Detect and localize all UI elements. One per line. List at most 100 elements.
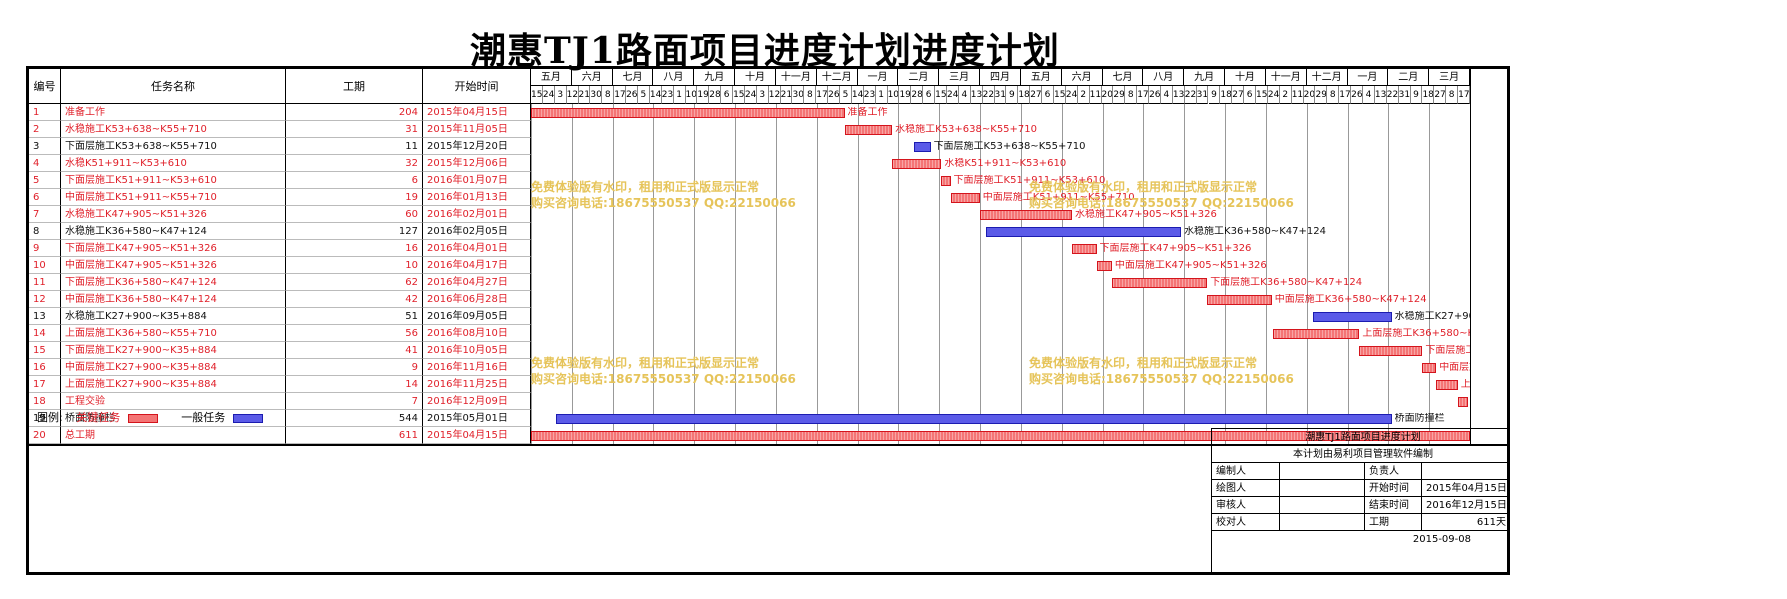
row-id: 1 — [29, 104, 61, 121]
timeline-day: 3 — [554, 86, 567, 104]
month-gridline — [1184, 104, 1186, 444]
timeline-month: 五月 — [531, 69, 572, 86]
timeline-day: 29 — [1113, 86, 1126, 104]
row-start: 2015年04月15日 — [423, 427, 531, 444]
timeline-day: 4 — [958, 86, 971, 104]
row-duration: 16 — [286, 240, 423, 257]
timeline-day: 18 — [1018, 86, 1031, 104]
timeline-day: 28 — [709, 86, 722, 104]
timeline-day: 22 — [1184, 86, 1197, 104]
critical-task-bar[interactable] — [1273, 329, 1360, 339]
critical-task-bar[interactable] — [1096, 261, 1112, 271]
row-duration: 19 — [286, 189, 423, 206]
row-duration: 7 — [286, 393, 423, 410]
month-gridline — [653, 104, 655, 444]
timeline-day: 26 — [1149, 86, 1161, 104]
critical-task-bar[interactable] — [1071, 244, 1097, 254]
timeline-month: 十月 — [1225, 69, 1266, 86]
timeline-day: 17 — [1339, 86, 1352, 104]
row-duration: 611 — [286, 427, 423, 444]
timeline-day: 26 — [828, 86, 841, 104]
timeline-day: 8 — [1125, 86, 1138, 104]
row-start: 2016年02月05日 — [423, 223, 531, 240]
normal-task-bar[interactable] — [555, 414, 1392, 424]
timeline-day: 20 — [1101, 86, 1114, 104]
timeline-month: 三月 — [939, 69, 981, 86]
critical-task-bar[interactable] — [531, 108, 845, 118]
timeline-day: 31 — [1196, 86, 1209, 104]
info-note: 本计划由易利项目管理软件编制 — [1212, 446, 1507, 463]
critical-task-bar[interactable] — [979, 210, 1072, 220]
timeline-day: 15 — [1256, 86, 1268, 104]
critical-task-bar[interactable] — [892, 159, 942, 169]
critical-task-bar[interactable] — [1422, 363, 1437, 373]
row-duration: 60 — [286, 206, 423, 223]
row-duration: 11 — [286, 138, 423, 155]
timeline-day: 5 — [840, 86, 852, 104]
critical-task-bar[interactable] — [941, 176, 951, 186]
timeline-day: 15 — [935, 86, 947, 104]
month-gridline — [735, 104, 737, 444]
timeline-month: 八月 — [653, 69, 695, 86]
timeline-day: 26 — [626, 86, 638, 104]
task-bar-label: 中面层施工K51+911~K55+710 — [982, 192, 1135, 203]
critical-task-bar[interactable] — [1207, 295, 1272, 305]
col-header-name[interactable]: 任务名称 — [61, 69, 286, 104]
col-header-start[interactable]: 开始时间 — [423, 69, 531, 104]
info-duration-value: 611天 — [1422, 514, 1507, 531]
normal-task-bar[interactable] — [985, 227, 1182, 237]
month-gridline — [980, 104, 982, 444]
critical-task-bar[interactable] — [1111, 278, 1208, 288]
info-reviewer-label: 审核人 — [1212, 497, 1280, 514]
info-end-label: 结束时间 — [1365, 497, 1422, 514]
row-duration: 14 — [286, 376, 423, 393]
timeline-day: 11 — [1291, 86, 1304, 104]
watermark: 免费体验版有水印，租用和正式版显示正常购买咨询电话:18675550537 QQ… — [531, 356, 796, 386]
col-header-duration[interactable]: 工期 — [286, 69, 423, 104]
timeline-month: 七月 — [612, 69, 654, 86]
row-id: 10 — [29, 257, 61, 274]
row-start: 2016年04月27日 — [423, 274, 531, 291]
row-name: 下面层施工K36+580~K47+124 — [61, 274, 286, 291]
row-name: 上面层施工K36+580~K55+710 — [61, 325, 286, 342]
timeline-day: 27 — [1434, 86, 1447, 104]
month-gridline — [531, 104, 532, 444]
critical-task-bar[interactable] — [844, 125, 893, 135]
normal-task-bar[interactable] — [1313, 312, 1392, 322]
timeline-day: 8 — [602, 86, 615, 104]
row-name: 上面层施工K27+900~K35+884 — [61, 376, 286, 393]
row-name: 水稳施工K36+580~K47+124 — [61, 223, 286, 240]
month-gridline — [1020, 104, 1022, 444]
col-header-id[interactable]: 编号 — [29, 69, 61, 104]
row-duration: 62 — [286, 274, 423, 291]
timeline-month: 十一月 — [775, 69, 817, 86]
timeline-day: 24 — [1065, 86, 1078, 104]
month-gridline — [1225, 104, 1227, 444]
info-box: 潮惠TJ1路面项目进度计划 本计划由易利项目管理软件编制 编制人 负责人 绘图人… — [1211, 428, 1507, 572]
timeline-day: 13 — [1172, 86, 1185, 104]
row-id: 7 — [29, 206, 61, 223]
legend-critical-swatch — [127, 413, 158, 423]
row-name: 中面层施工K51+911~K55+710 — [61, 189, 286, 206]
critical-task-bar[interactable] — [950, 193, 980, 203]
row-name: 下面层施工K51+911~K53+610 — [61, 172, 286, 189]
timeline-day: 30 — [590, 86, 603, 104]
legend: 图例: 关键任务 一般任务 — [37, 409, 263, 425]
critical-task-bar[interactable] — [1436, 380, 1458, 390]
critical-task-bar[interactable] — [1359, 346, 1423, 356]
task-bar-label: 下面层施工K36+580~K47+124 — [1210, 277, 1363, 288]
timeline-month: 二月 — [1388, 69, 1430, 86]
row-start: 2015年12月20日 — [423, 138, 531, 155]
normal-task-bar[interactable] — [913, 142, 931, 152]
timeline-day: 17 — [614, 86, 627, 104]
info-reviewer-value — [1280, 497, 1365, 514]
critical-task-bar[interactable] — [1457, 397, 1469, 407]
timeline-month: 九月 — [694, 69, 736, 86]
info-start-label: 开始时间 — [1365, 480, 1422, 497]
row-duration: 204 — [286, 104, 423, 121]
timeline-day: 6 — [721, 86, 734, 104]
info-name: 潮惠TJ1路面项目进度计划 — [1212, 429, 1507, 446]
timeline-day: 8 — [804, 86, 817, 104]
month-gridline — [1102, 104, 1104, 444]
critical-task-bar[interactable] — [531, 431, 1470, 441]
